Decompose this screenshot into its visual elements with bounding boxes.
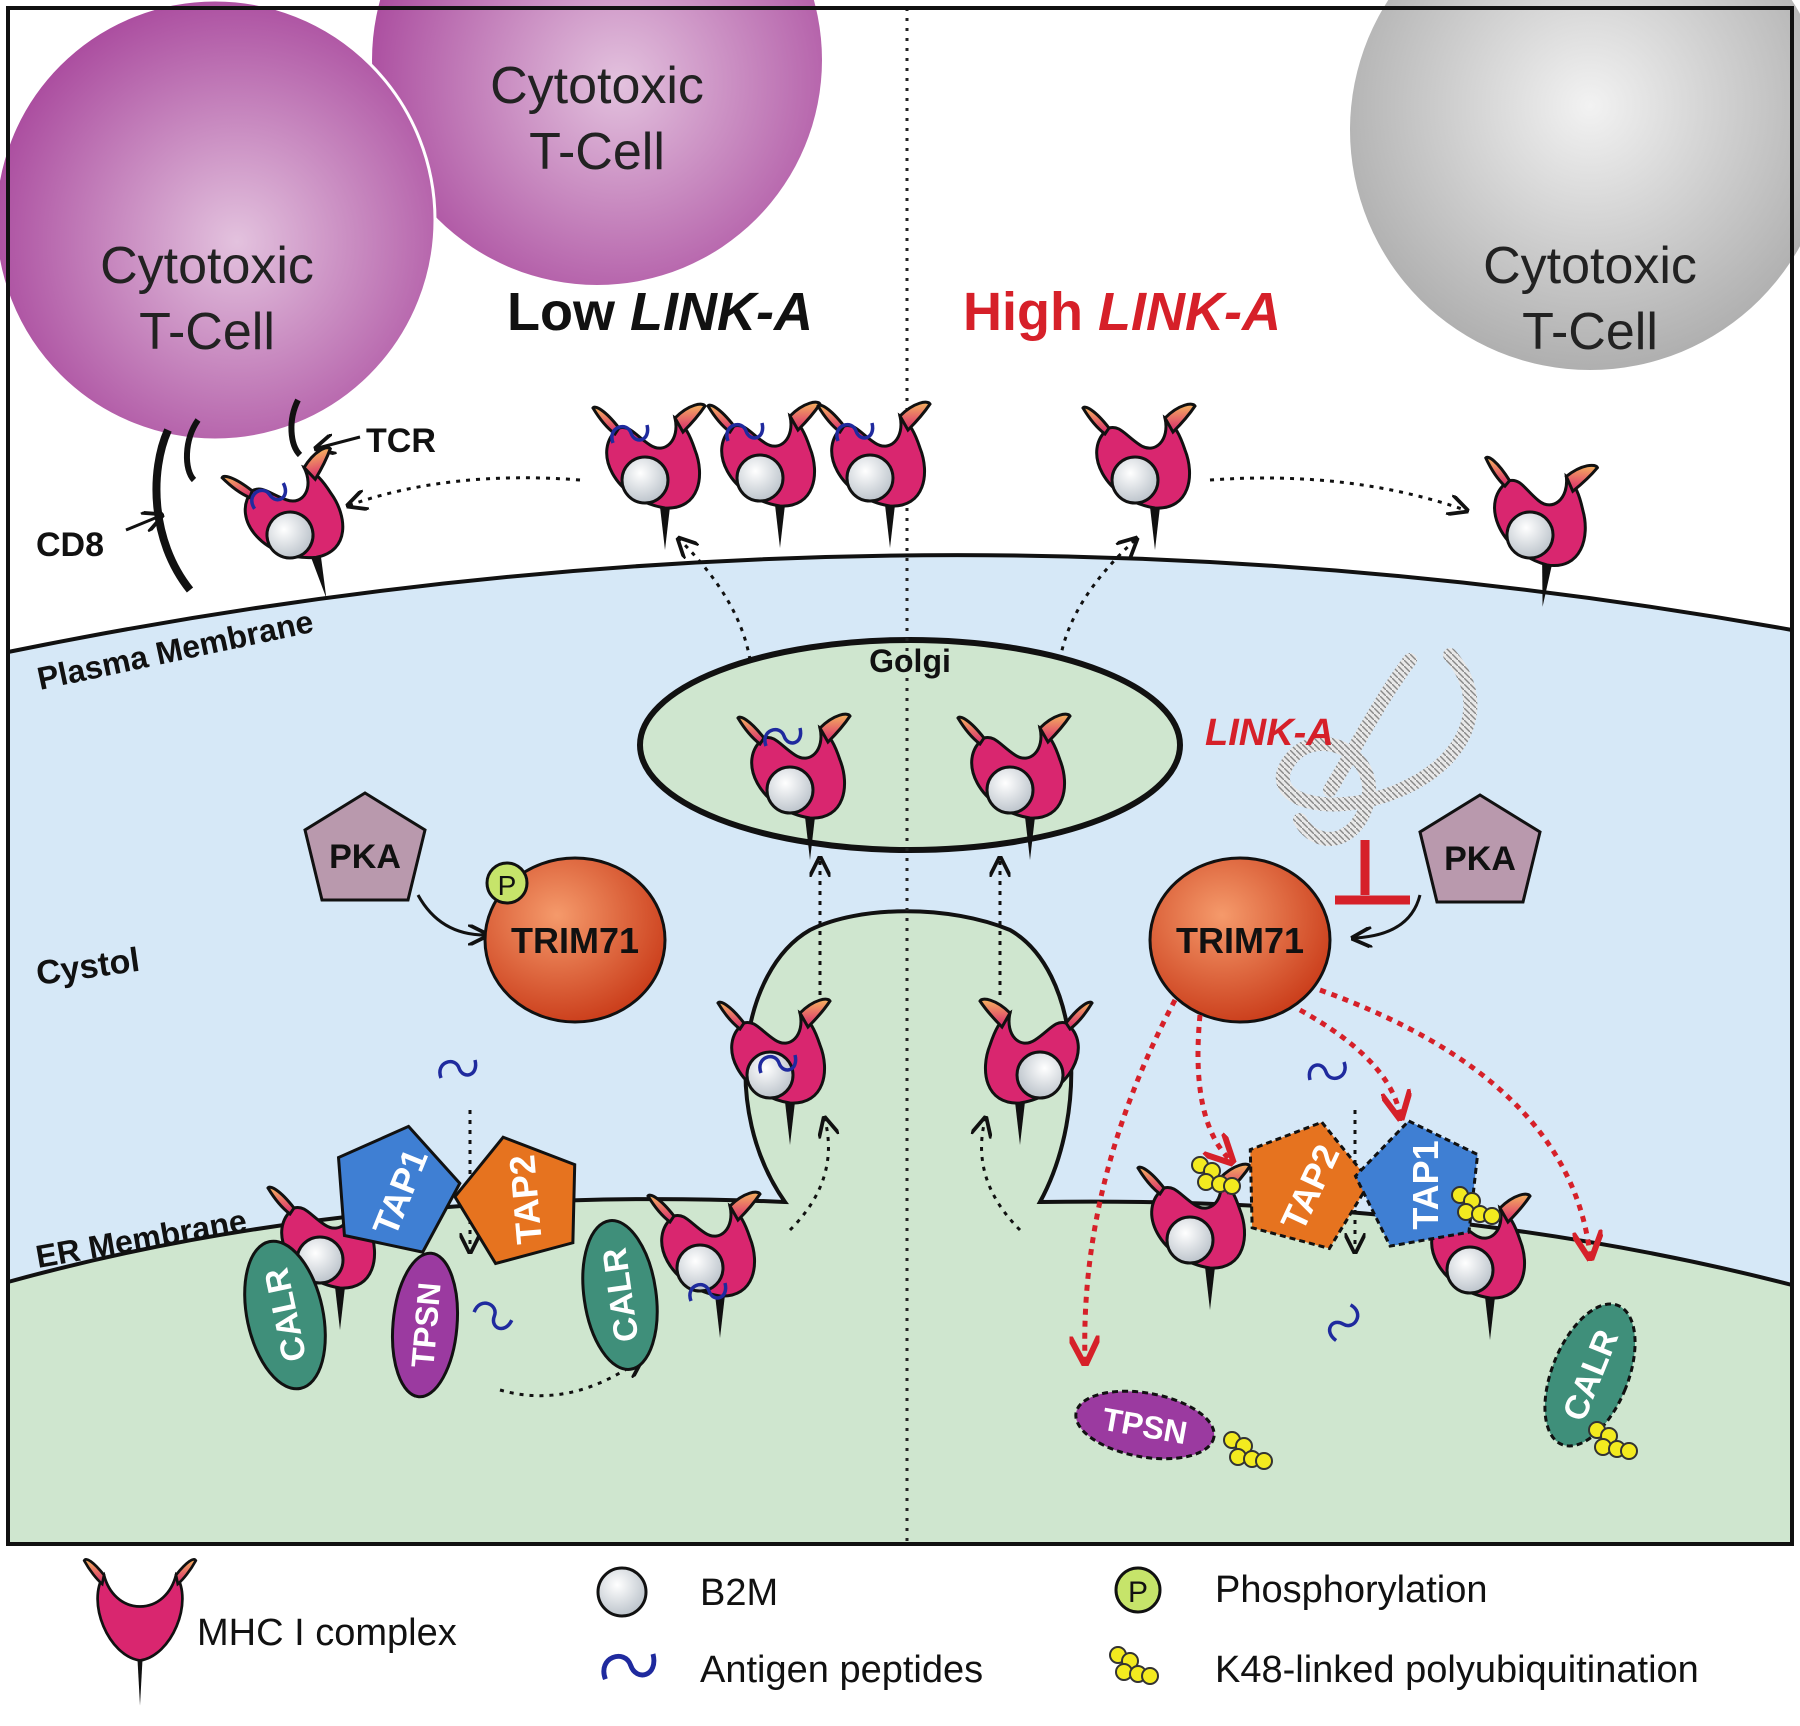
svg-text:TAP1: TAP1 [1405, 1140, 1446, 1229]
link-a-label: LINK-A [1205, 712, 1334, 754]
tap2-right: TAP2 [1248, 1120, 1372, 1251]
calr-left-2: CALR [581, 1219, 659, 1371]
svg-text:TAP2: TAP2 [501, 1153, 550, 1246]
golgi-label: Golgi [869, 643, 951, 679]
legend: MHC I complex B2M Antigen peptides P Pho… [82, 1558, 1699, 1706]
svg-text:P: P [498, 870, 517, 901]
frame [6, 6, 1794, 1546]
ubiquitination-arrows [1085, 987, 1590, 1360]
tcr-cd8: TCR CD8 [36, 398, 436, 593]
link-a-rna [1276, 648, 1478, 846]
phosphate-badge: P [485, 861, 529, 905]
calr-left: CALR [243, 1239, 327, 1391]
calr-right: CALR [1543, 1302, 1637, 1448]
svg-text:P: P [1128, 1576, 1148, 1609]
pka-activation-arrow [416, 894, 485, 935]
low-link-a-title: Low LINK-A [507, 282, 813, 342]
tap1-left: TAP1 [336, 1124, 462, 1254]
legend-b2m-icon [596, 1566, 648, 1618]
legend-ubiquitin-icon [1109, 1646, 1159, 1685]
legend-peptide-icon [604, 1654, 654, 1679]
tcr-label: TCR [366, 422, 436, 460]
high-link-a-title: High LINK-A [963, 282, 1281, 342]
trim71-left: TRIM71 [483, 856, 667, 1024]
svg-text:TRIM71: TRIM71 [511, 920, 639, 961]
legend-phospho-icon: P [1114, 1566, 1162, 1614]
plasma-membrane [7, 553, 1793, 654]
cd8-label: CD8 [36, 526, 104, 564]
t-cell-front [0, 0, 437, 442]
t-cell-back [372, 0, 822, 285]
legend-mhc-icon [82, 1558, 198, 1706]
legend-peptide-label: Antigen peptides [700, 1649, 983, 1691]
tap2-left: TAP2 [453, 1135, 577, 1266]
svg-text:TRIM71: TRIM71 [1176, 920, 1304, 961]
trim71-right: TRIM71 [1148, 856, 1332, 1024]
tpsn-right: TPSN [1074, 1389, 1216, 1461]
link-a-inhibition [1335, 840, 1410, 905]
legend-k48-label: K48-linked polyubiquitination [1215, 1649, 1699, 1691]
tpsn-left: TPSN [391, 1251, 459, 1399]
svg-text:TPSN: TPSN [404, 1281, 447, 1369]
pka-right-arrow [1355, 894, 1422, 938]
legend-phospho-label: Phosphorylation [1215, 1569, 1488, 1611]
legend-mhc-label: MHC I complex [197, 1612, 457, 1654]
svg-text:PKA: PKA [329, 838, 401, 876]
pka-right: PKA [1418, 793, 1542, 904]
t-cell-inactive [1350, 0, 1800, 370]
legend-b2m-label: B2M [700, 1572, 778, 1614]
tap1-right: TAP1 [1353, 1119, 1480, 1248]
pka-left: PKA [303, 791, 427, 902]
svg-text:PKA: PKA [1444, 840, 1516, 878]
